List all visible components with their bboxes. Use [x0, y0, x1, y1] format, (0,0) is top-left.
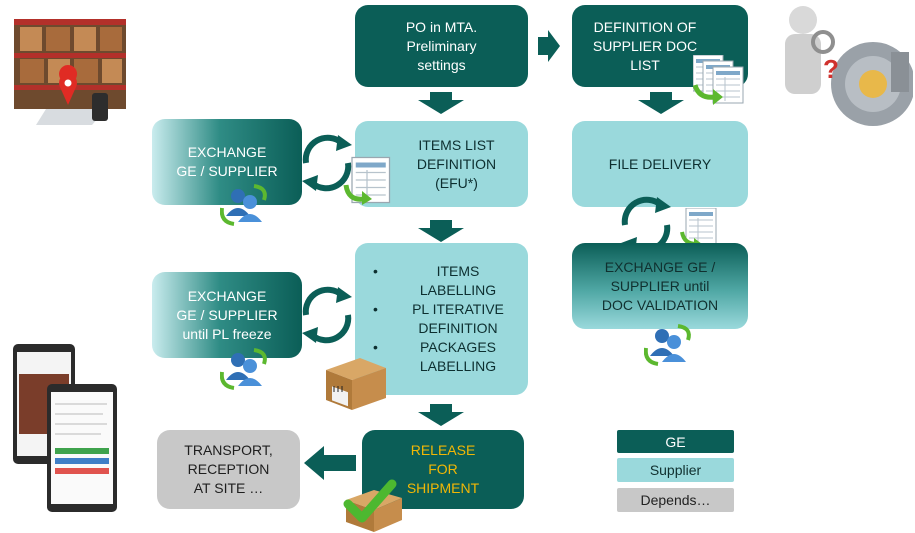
cycle-arrows-icon: [298, 285, 356, 345]
warehouse-photo-icon: [14, 19, 126, 125]
exchange-pl-freeze-box: EXCHANGE GE / SUPPLIER until PL freeze: [152, 272, 302, 358]
users-exchange-icon: [220, 184, 267, 226]
arrow-down-icon: [638, 92, 684, 114]
arrow-left-icon: [304, 446, 356, 480]
release-shipment-box: RELEASE FOR SHIPMENT: [362, 430, 524, 509]
users-exchange-icon: [644, 324, 691, 366]
arrow-right-icon: [538, 30, 560, 62]
legend-depends: Depends…: [617, 488, 734, 512]
arrow-down-icon: [418, 404, 464, 426]
arrow-down-icon: [418, 220, 464, 242]
labelling-bullet-packages: •PACKAGES LABELLING: [373, 339, 497, 374]
exchange-doc-validation-box: EXCHANGE GE / SUPPLIER until DOC VALIDAT…: [572, 243, 748, 329]
labelling-bullet-pl: •PL ITERATIVE DEFINITION: [373, 301, 504, 336]
spreadsheet-icon: [680, 208, 717, 248]
phone-app-icon: [13, 344, 117, 512]
svg-text:?: ?: [823, 54, 839, 84]
legend-ge: GE: [617, 430, 734, 453]
exchange-ge-supplier-box: EXCHANGE GE / SUPPLIER: [152, 119, 302, 205]
users-exchange-icon: [220, 348, 267, 390]
arrow-down-icon: [418, 92, 464, 114]
spreadsheet-icon: [693, 55, 744, 105]
spreadsheet-icon: [343, 156, 391, 205]
package-check-icon: [343, 479, 402, 532]
legend-supplier: Supplier: [617, 458, 734, 482]
transport-box: TRANSPORT, RECEPTION AT SITE …: [157, 430, 300, 509]
crate-icon: [326, 358, 386, 410]
po-preliminary-box: PO in MTA. Preliminary settings: [355, 5, 528, 87]
inspector-pump-icon: ?: [785, 6, 913, 126]
file-delivery-box: FILE DELIVERY: [572, 121, 748, 207]
labelling-bullet-items: •ITEMS LABELLING: [373, 263, 497, 298]
